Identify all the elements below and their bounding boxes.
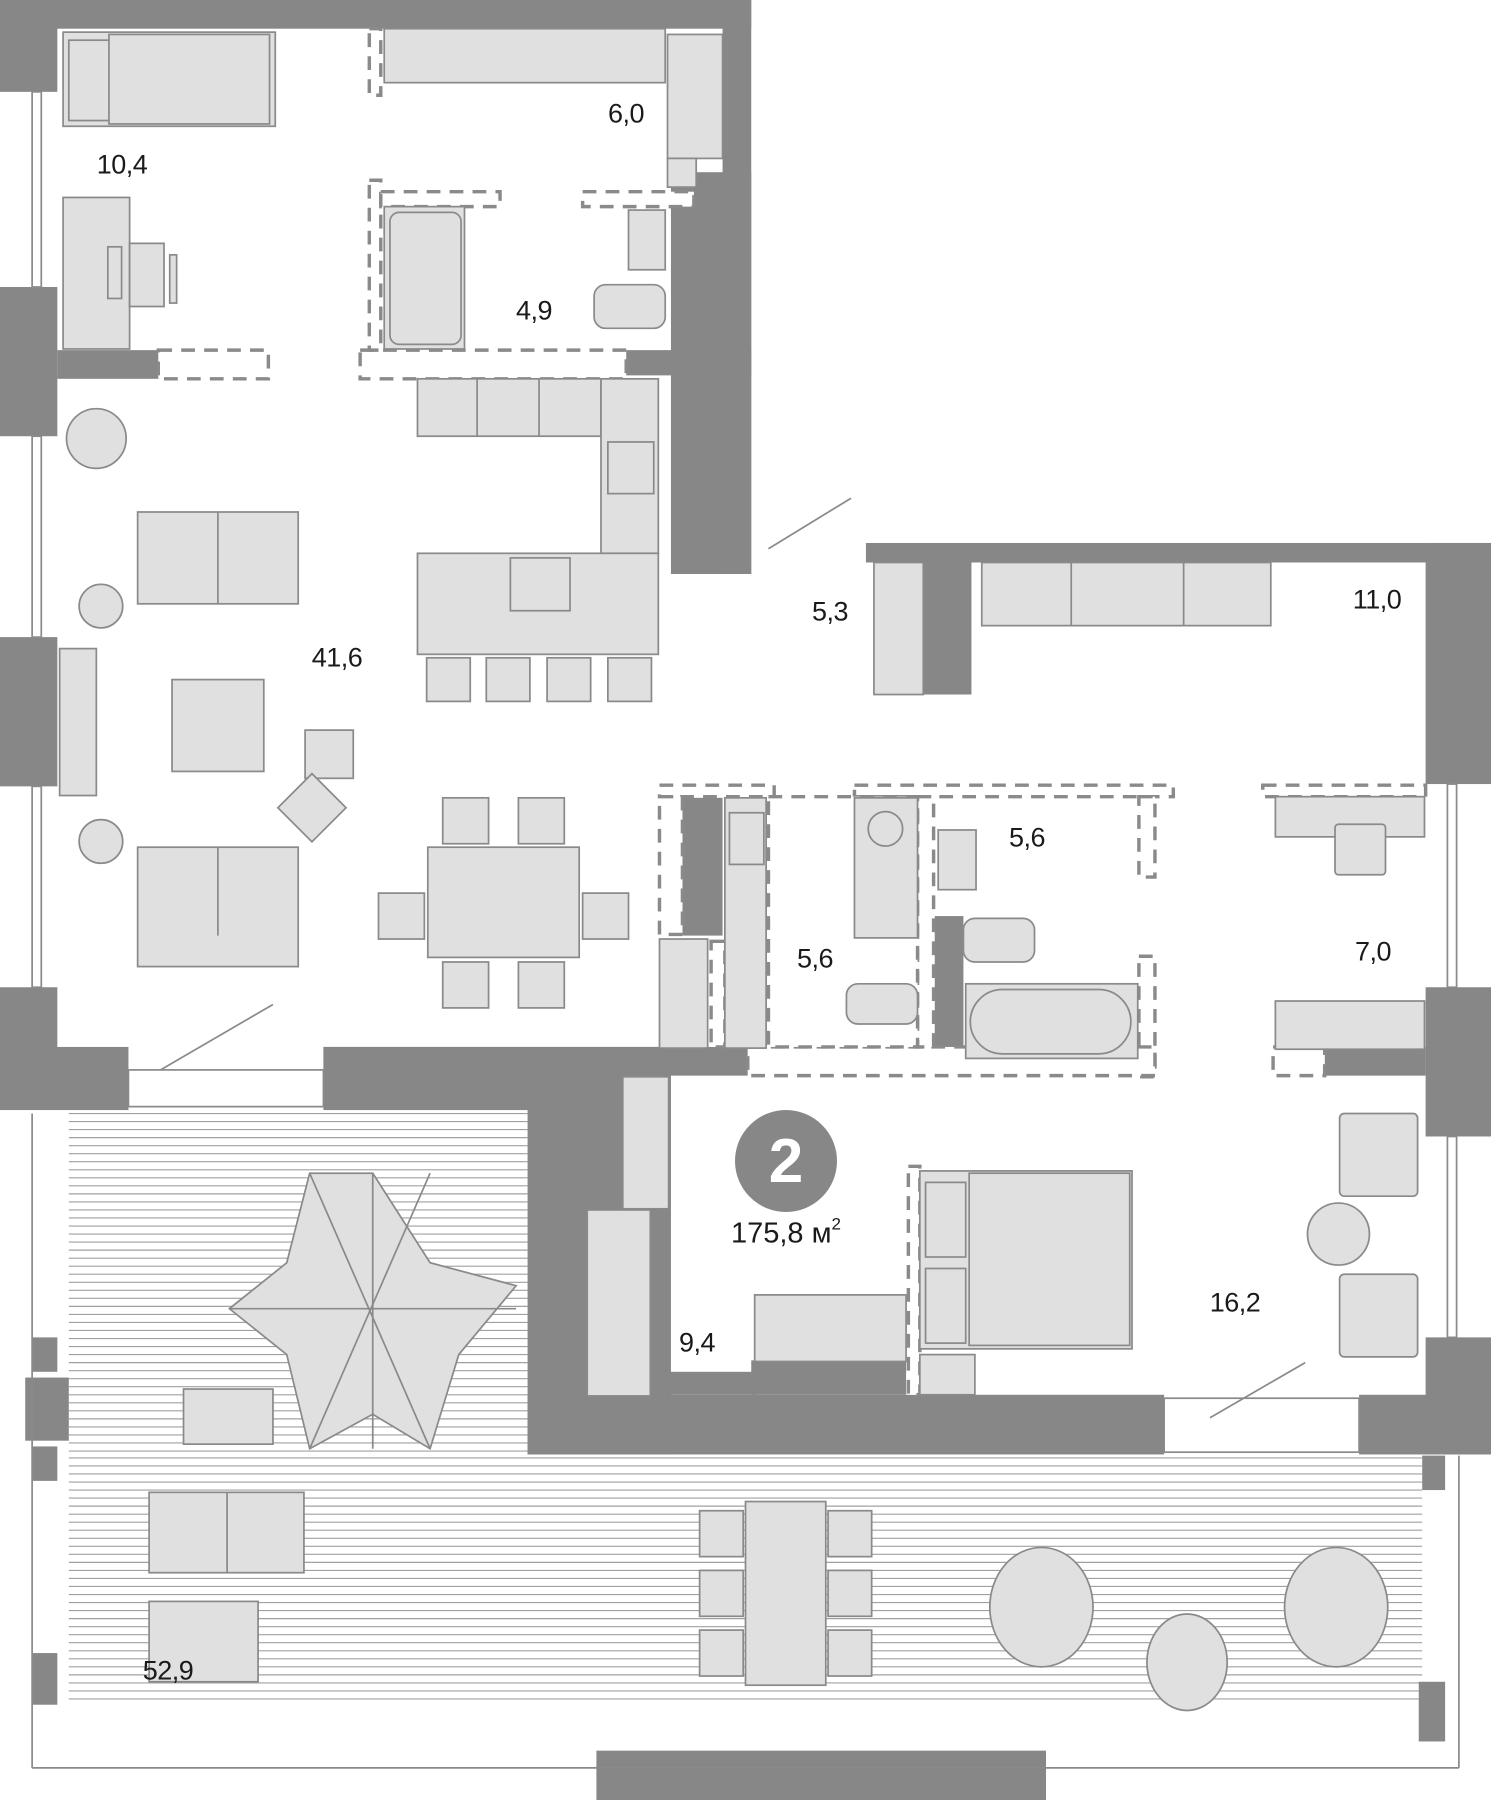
room-area-terrace: 52,9 bbox=[142, 1655, 194, 1686]
room-area-wardrobe-top: 6,0 bbox=[607, 98, 645, 129]
room-area-living-kitchen: 41,6 bbox=[311, 642, 363, 673]
room-area-wardrobe-bottom: 9,4 bbox=[678, 1327, 716, 1358]
total-area-unit-sup: 2 bbox=[831, 1214, 842, 1234]
total-area-value: 175,8 bbox=[730, 1217, 804, 1250]
room-area-study: 7,0 bbox=[1354, 936, 1392, 967]
room-area-bathroom-middle: 5,6 bbox=[1008, 822, 1046, 853]
terrace-outline bbox=[31, 1113, 1460, 1769]
windows bbox=[31, 90, 1458, 1454]
room-area-corridor-right: 11,0 bbox=[1352, 584, 1402, 615]
room-area-master-bedroom: 16,2 bbox=[1209, 1287, 1261, 1318]
total-area-unit: м bbox=[811, 1217, 832, 1250]
room-area-laundry: 5,6 bbox=[796, 943, 834, 974]
total-area: 175,8 м2 bbox=[730, 1214, 842, 1251]
room-area-bedroom-small: 10,4 bbox=[96, 149, 148, 180]
room-area-hallway: 5,3 bbox=[811, 596, 849, 627]
apartment-number: 2 bbox=[768, 1126, 804, 1196]
apartment-number-badge: 2 bbox=[735, 1110, 837, 1212]
furniture bbox=[58, 27, 1426, 1712]
room-area-bathroom-top: 4,9 bbox=[515, 295, 553, 326]
